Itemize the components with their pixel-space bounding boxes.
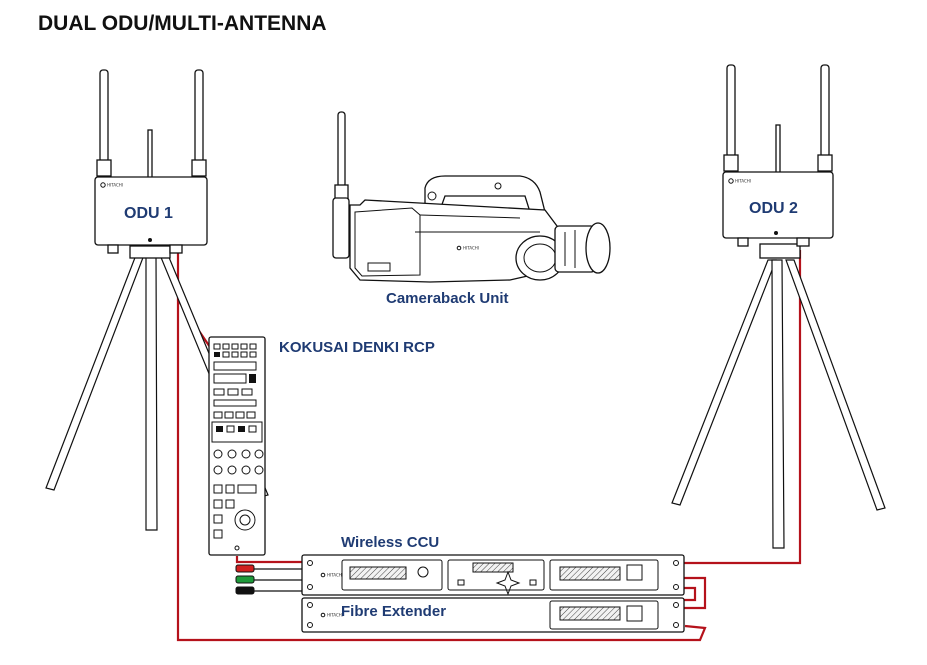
fibre-brand: HITACHI <box>327 613 343 618</box>
cable-ccu-fibre-a <box>684 576 707 610</box>
cable-rcp-ccu <box>235 556 302 564</box>
odu2-label: ODU 2 <box>749 200 798 217</box>
cable-odu1-fibre <box>176 300 707 642</box>
cable-ccu-fibre-b <box>684 586 697 602</box>
rcp-label: KOKUSAI DENKI RCP <box>279 339 435 356</box>
plug-black <box>235 586 255 595</box>
diagram-title: DUAL ODU/MULTI-ANTENNA <box>38 12 327 35</box>
rcp-panel: KOKUSAI DENKI RCP <box>208 336 435 556</box>
wireless-ccu: HITACHI Wireless CCU <box>301 534 685 596</box>
odu2-antennas <box>723 64 833 174</box>
ccu-label: Wireless CCU <box>341 534 439 551</box>
odu2-box <box>722 171 834 239</box>
odu2-tripod <box>671 243 886 549</box>
plug-red <box>235 564 255 573</box>
fibre-label: Fibre Extender <box>341 603 446 620</box>
odu2-assembly: HITACHI ODU 2 <box>671 64 886 549</box>
ccu-brand: HITACHI <box>327 573 343 578</box>
odu1-label: ODU 1 <box>124 205 173 222</box>
colored-plugs <box>235 564 302 595</box>
cables <box>176 250 802 642</box>
cameraback-unit: HITACHI Cameraback Unit <box>332 111 611 307</box>
plug-green <box>235 575 255 584</box>
odu1-brand: HITACHI <box>107 183 123 188</box>
cable-odu2-ccu <box>684 250 802 565</box>
fibre-extender: HITACHI Fibre Extender <box>301 597 685 633</box>
odu1-box <box>94 176 208 246</box>
odu1-antennas <box>96 69 207 179</box>
odu2-brand: HITACHI <box>735 179 751 184</box>
camera-label: Cameraback Unit <box>386 290 509 307</box>
camera-brand: HITACHI <box>463 246 479 251</box>
